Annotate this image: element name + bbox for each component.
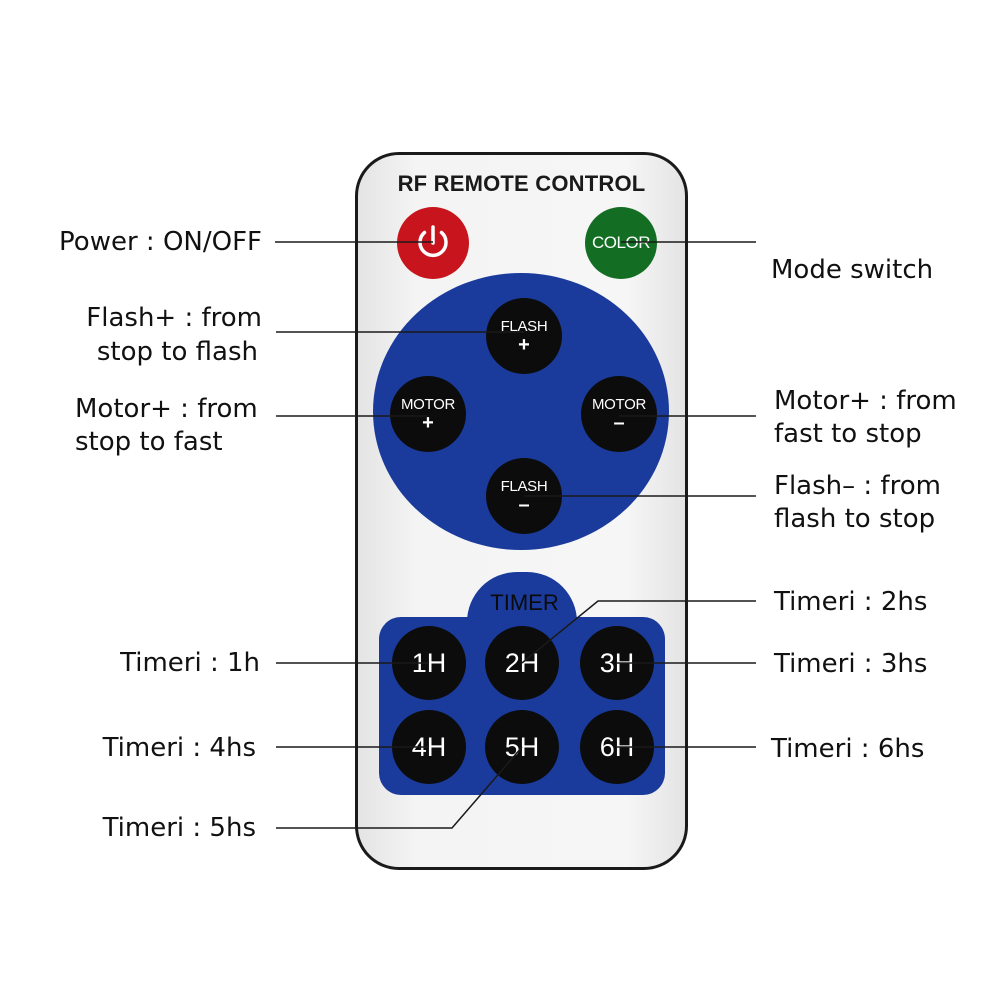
motor-minus-label-line1: Motor+ : from [774, 386, 957, 416]
flash-minus-label-line2: flash to stop [774, 504, 936, 534]
remote-title: RF REMOTE CONTROL [397, 171, 646, 196]
timer-5-label: Timeri : 5hs [102, 813, 256, 843]
flash-plus-label-line2: stop to flash [96, 337, 258, 367]
timer-label: TIMER [490, 590, 559, 615]
timer-5-callout-line [276, 746, 523, 829]
timer-2-callout-line [521, 600, 756, 664]
motor-plus-label-line2: stop to fast [75, 427, 223, 457]
minus-sign: – [518, 493, 530, 516]
motor-minus-label: MOTOR [591, 395, 647, 413]
flash-plus-label: FLASH [500, 317, 548, 335]
power-label: Power : ON/OFF [59, 227, 262, 257]
motor-plus-button[interactable]: MOTOR + [390, 376, 466, 452]
timer-2-label: Timeri : 2hs [774, 587, 928, 617]
flash-plus-label-line1: Flash+ : from [86, 303, 262, 333]
plus-sign: + [518, 333, 530, 356]
minus-sign: – [613, 411, 625, 434]
motor-plus-label: MOTOR [400, 395, 456, 413]
motor-plus-label-line1: Motor+ : from [75, 394, 258, 424]
motor-minus-label-line2: fast to stop [774, 419, 922, 449]
timer-1-label: Timeri : 1h [120, 648, 260, 678]
timer-3-label: Timeri : 3hs [774, 649, 928, 679]
plus-sign: + [422, 411, 434, 434]
power-button[interactable] [397, 207, 469, 279]
timer-6-label: Timeri : 6hs [771, 734, 925, 764]
flash-plus-button[interactable]: FLASH + [486, 298, 562, 374]
mode-label: Mode switch [771, 255, 934, 285]
timer-4-label: Timeri : 4hs [102, 733, 256, 763]
flash-minus-label-line1: Flash– : from [774, 471, 941, 501]
power-icon [418, 225, 448, 258]
motor-minus-button[interactable]: MOTOR – [581, 376, 657, 452]
flash-minus-label: FLASH [500, 477, 548, 495]
color-button[interactable]: COLOR [585, 207, 657, 279]
